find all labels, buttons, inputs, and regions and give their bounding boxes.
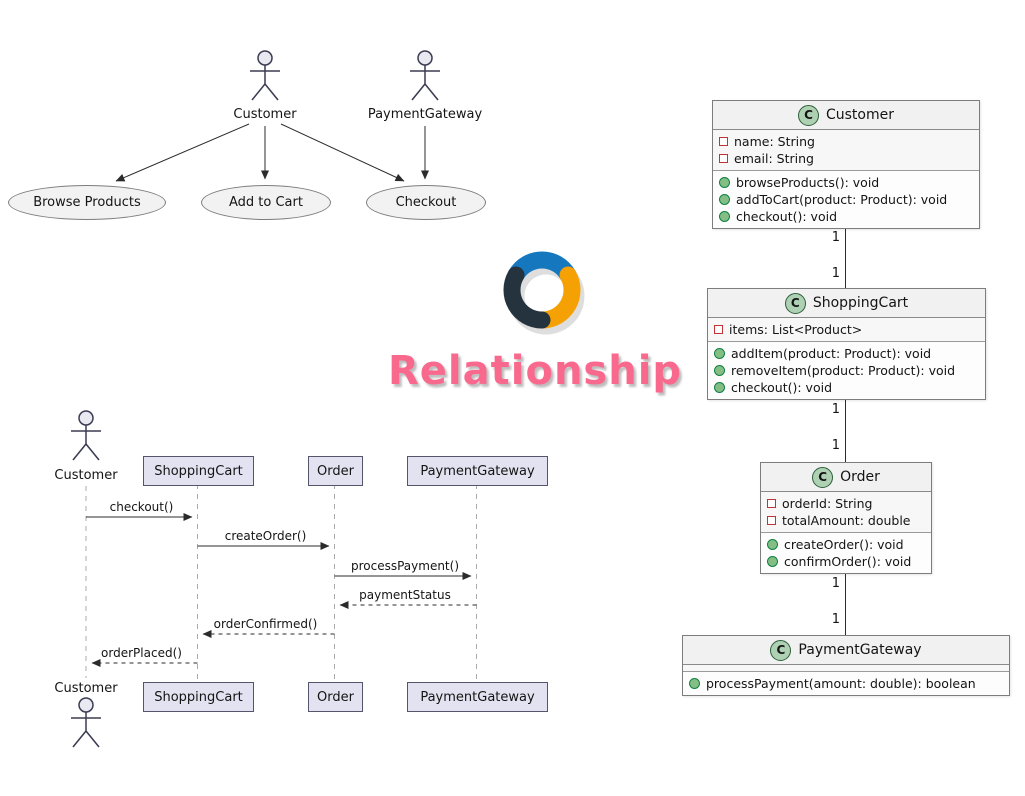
method-row: confirmOrder(): void	[761, 553, 931, 570]
class-shoppingcart: C ShoppingCart items: List<Product> addI…	[707, 288, 986, 400]
class-shoppingcart-attributes: items: List<Product>	[708, 318, 985, 342]
multiplicity-label: 1	[831, 438, 840, 453]
class-customer-attributes: name: String email: String	[713, 130, 979, 171]
attribute-row: totalAmount: double	[761, 512, 931, 529]
method-row: checkout(): void	[713, 208, 979, 225]
sequence-actor-top-icon	[71, 410, 101, 461]
method-row: createOrder(): void	[761, 536, 931, 553]
usecase-association-arrows	[115, 123, 429, 182]
public-method-icon	[714, 382, 725, 393]
sequence-actor-top-label: Customer	[54, 468, 118, 483]
method-text: addToCart(product: Product): void	[736, 192, 948, 207]
class-customer-header: C Customer	[713, 101, 979, 130]
usecase-checkout: Checkout	[366, 185, 486, 220]
participant-paymentgateway-bottom: PaymentGateway	[407, 682, 548, 712]
method-text: browseProducts(): void	[736, 175, 880, 190]
class-shoppingcart-methods: addItem(product: Product): void removeIt…	[708, 342, 985, 399]
class-icon: C	[770, 639, 792, 661]
class-customer-methods: browseProducts(): void addToCart(product…	[713, 171, 979, 228]
usecase-actor-paymentgateway-label: PaymentGateway	[367, 107, 483, 122]
private-field-icon	[719, 154, 728, 163]
public-method-icon	[719, 177, 730, 188]
method-text: createOrder(): void	[784, 537, 904, 552]
message-order-placed: orderPlaced()	[101, 646, 182, 660]
method-text: checkout(): void	[731, 380, 833, 395]
attribute-text: email: String	[734, 151, 814, 166]
attribute-row: items: List<Product>	[708, 321, 985, 338]
usecase-browse-products: Browse Products	[8, 185, 166, 220]
class-paymentgateway-attributes	[683, 665, 1009, 672]
attribute-text: name: String	[734, 134, 815, 149]
attribute-text: items: List<Product>	[729, 322, 863, 337]
class-order-methods: createOrder(): void confirmOrder(): void	[761, 533, 931, 573]
multiplicity-label: 1	[831, 612, 840, 627]
participant-shoppingcart-bottom: ShoppingCart	[143, 682, 254, 712]
multiplicity-label: 1	[831, 230, 840, 245]
method-row: addItem(product: Product): void	[708, 345, 985, 362]
class-paymentgateway-methods: processPayment(amount: double): boolean	[683, 672, 1009, 695]
message-checkout: checkout()	[109, 500, 174, 514]
participant-order-bottom: Order	[308, 682, 363, 712]
class-shoppingcart-name: ShoppingCart	[812, 295, 909, 311]
attribute-text: orderId: String	[782, 496, 873, 511]
class-order: C Order orderId: String totalAmount: dou…	[760, 462, 932, 574]
private-field-icon	[719, 137, 728, 146]
attribute-text: totalAmount: double	[782, 513, 911, 528]
sequence-actor-bottom-icon	[71, 697, 101, 748]
class-icon: C	[812, 466, 834, 488]
public-method-icon	[767, 539, 778, 550]
class-order-header: C Order	[761, 463, 931, 492]
method-row: browseProducts(): void	[713, 174, 979, 191]
class-paymentgateway-header: C PaymentGateway	[683, 636, 1009, 665]
method-text: checkout(): void	[736, 209, 838, 224]
attribute-row: email: String	[713, 150, 979, 167]
class-paymentgateway-name: PaymentGateway	[798, 642, 922, 658]
usecase-add-to-cart: Add to Cart	[201, 185, 331, 220]
method-text: removeItem(product: Product): void	[731, 363, 956, 378]
method-row: addToCart(product: Product): void	[713, 191, 979, 208]
message-payment-status: paymentStatus	[359, 588, 451, 602]
private-field-icon	[767, 516, 776, 525]
message-process-payment: processPayment()	[350, 559, 459, 573]
participant-paymentgateway-top: PaymentGateway	[407, 456, 548, 486]
class-icon: C	[784, 292, 806, 314]
sequence-actor-bottom-label: Customer	[54, 681, 118, 696]
message-order-confirmed: orderConfirmed()	[213, 617, 318, 631]
public-method-icon	[714, 365, 725, 376]
method-row: checkout(): void	[708, 379, 985, 396]
message-create-order: createOrder()	[224, 529, 307, 543]
public-method-icon	[689, 678, 700, 689]
method-text: confirmOrder(): void	[784, 554, 912, 569]
class-icon: C	[797, 104, 819, 126]
multiplicity-label: 1	[831, 266, 840, 281]
private-field-icon	[767, 499, 776, 508]
multiplicity-label: 1	[831, 402, 840, 417]
usecase-actor-customer-label: Customer	[233, 107, 297, 122]
attribute-row: orderId: String	[761, 495, 931, 512]
participant-order-top: Order	[308, 456, 363, 486]
participant-shoppingcart-top: ShoppingCart	[143, 456, 254, 486]
class-paymentgateway: C PaymentGateway processPayment(amount: …	[682, 635, 1010, 696]
public-method-icon	[714, 348, 725, 359]
method-row: processPayment(amount: double): boolean	[683, 675, 1009, 692]
class-customer-name: Customer	[825, 107, 894, 123]
method-row: removeItem(product: Product): void	[708, 362, 985, 379]
class-order-name: Order	[840, 469, 880, 485]
method-text: processPayment(amount: double): boolean	[706, 676, 976, 691]
public-method-icon	[719, 194, 730, 205]
class-customer: C Customer name: String email: String br…	[712, 100, 980, 229]
private-field-icon	[714, 325, 723, 334]
usecase-actor-customer-icon	[250, 50, 280, 101]
usecase-actor-paymentgateway-icon	[410, 50, 440, 101]
class-shoppingcart-header: C ShoppingCart	[708, 289, 985, 318]
attribute-row: name: String	[713, 133, 979, 150]
public-method-icon	[767, 556, 778, 567]
multiplicity-label: 1	[831, 576, 840, 591]
method-text: addItem(product: Product): void	[731, 346, 932, 361]
class-order-attributes: orderId: String totalAmount: double	[761, 492, 931, 533]
relationship-logo-text: Relationship	[388, 348, 683, 394]
public-method-icon	[719, 211, 730, 222]
relationship-logo-icon	[503, 251, 585, 335]
